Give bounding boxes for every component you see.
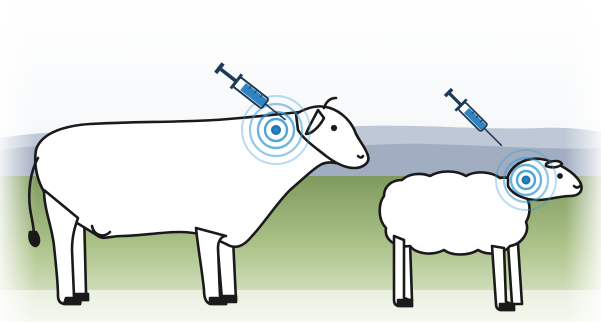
sheep-mouth bbox=[574, 186, 580, 188]
sheep-ear bbox=[546, 161, 562, 167]
cow-eye bbox=[332, 126, 336, 130]
sheep-hoof bbox=[500, 304, 514, 310]
cow-hoof bbox=[74, 294, 88, 300]
sheep-leg-far bbox=[508, 244, 522, 304]
cow-nostril bbox=[358, 156, 363, 158]
cow-tail-tuft bbox=[29, 232, 39, 246]
cow-hoof bbox=[222, 296, 236, 302]
injection-target-icon bbox=[496, 150, 556, 210]
sheep-eye bbox=[558, 174, 561, 177]
sheep-hoof bbox=[398, 300, 412, 306]
